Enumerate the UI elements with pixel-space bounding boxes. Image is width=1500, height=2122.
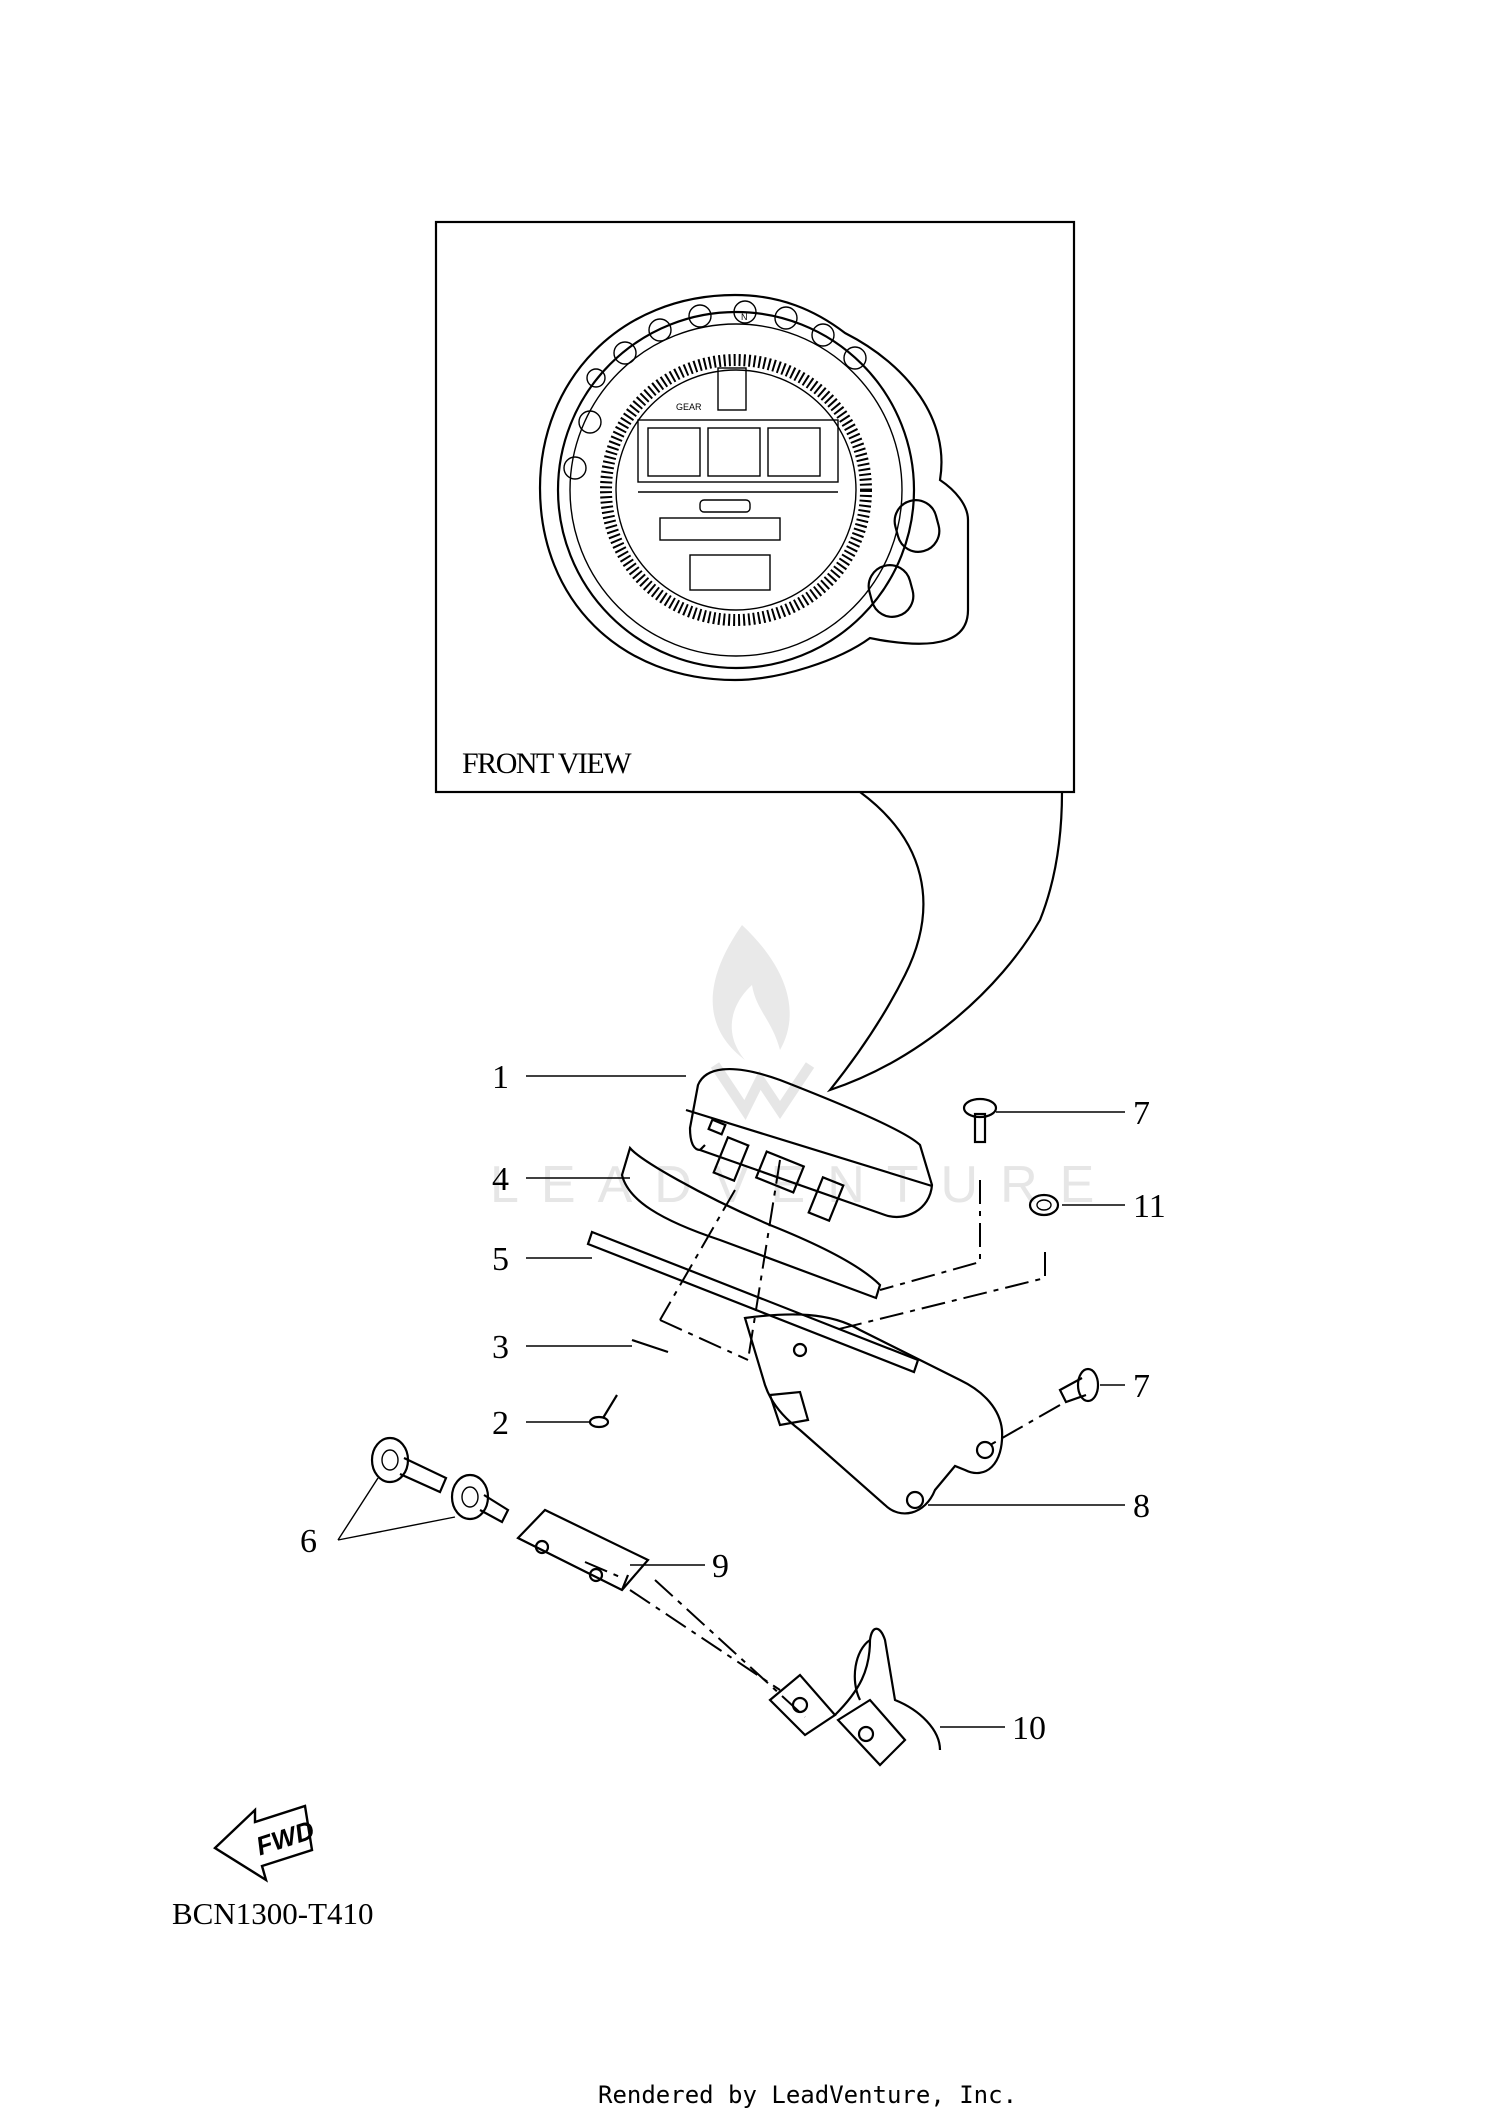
- callout-1: 1: [492, 1059, 509, 1096]
- callouts: 1 4 5 3 2 6 7 11 7 8 9 10: [300, 1059, 1166, 1747]
- diagram-code: BCN1300-T410: [172, 1896, 374, 1931]
- assembly-lines: [584, 1159, 1061, 1718]
- part-damper: [620, 1145, 882, 1300]
- callout-9: 9: [712, 1548, 729, 1585]
- callout-7-top: 7: [1133, 1095, 1150, 1132]
- footer-credit: Rendered by LeadVenture, Inc.: [598, 2081, 1017, 2109]
- part-stay: [768, 1627, 942, 1767]
- warning-lights: N: [563, 300, 867, 480]
- part-clip: [631, 1338, 669, 1354]
- callout-3: 3: [492, 1329, 509, 1366]
- part-screw-top: [962, 1097, 998, 1144]
- part-bracket: [743, 1313, 1004, 1515]
- fwd-arrow-icon: FWD: [213, 1804, 318, 1883]
- callout-11: 11: [1133, 1188, 1166, 1225]
- front-view-frame: [434, 220, 1076, 794]
- callout-6: 6: [300, 1523, 317, 1560]
- watermark: LEADVENTURE: [490, 925, 1116, 1214]
- callout-4: 4: [492, 1161, 509, 1198]
- tachometer-ticks: [600, 354, 872, 626]
- callout-8: 8: [1133, 1488, 1150, 1525]
- callout-7-right: 7: [1133, 1368, 1150, 1405]
- gear-label: GEAR: [676, 402, 702, 412]
- lcd-digits: [637, 419, 839, 591]
- part-screw-small: [588, 1394, 618, 1429]
- callout-2: 2: [492, 1405, 509, 1442]
- part-bolts: [370, 1436, 510, 1524]
- part-screw-right: [1058, 1367, 1100, 1404]
- meter-front-view: N GEAR: [538, 293, 970, 682]
- callout-10: 10: [1012, 1710, 1046, 1747]
- part-nut: [1028, 1193, 1060, 1217]
- view-pointer: [826, 791, 1064, 1093]
- part-rod: [586, 1230, 920, 1374]
- part-plate: [516, 1508, 650, 1592]
- front-view-label: FRONT VIEW: [462, 747, 632, 780]
- part-meter-assembly: [685, 1067, 934, 1223]
- svg-text:N: N: [741, 312, 748, 322]
- callout-5: 5: [492, 1241, 509, 1278]
- watermark-text: LEADVENTURE: [490, 1156, 1116, 1214]
- leader-lines: [337, 1075, 1125, 1728]
